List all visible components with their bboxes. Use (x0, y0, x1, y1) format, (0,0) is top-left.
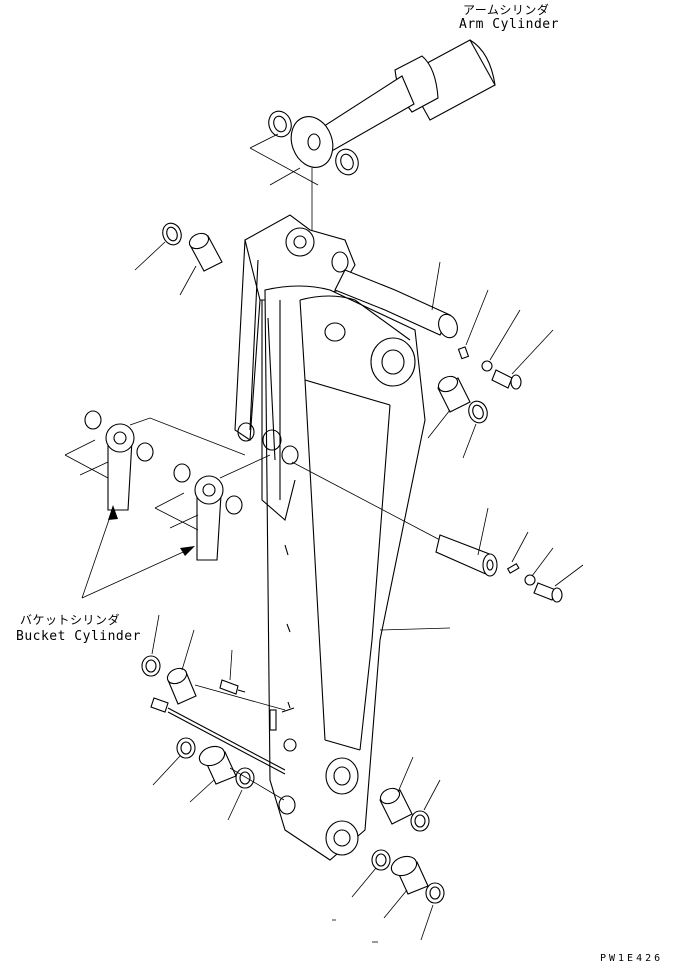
bucket-cylinder-arrows (81, 505, 195, 599)
flanged-bushing (189, 745, 285, 803)
small-fitting (269, 707, 295, 731)
right-bushing-upper (427, 375, 471, 439)
flanged-bushing-lower (383, 855, 429, 919)
seal-left-2 (152, 737, 196, 786)
upper-pin (334, 261, 458, 339)
upper-pin-key (457, 289, 489, 360)
arm-cylinder-label-en: Arm Cylinder (459, 17, 559, 32)
right-seal-upper (462, 400, 488, 459)
upper-pin-bolt (491, 329, 554, 390)
middle-pin-key (506, 531, 529, 574)
seal-right-lower-1 (410, 779, 441, 832)
arm-cylinder-label-jp: アームシリンダ (463, 3, 550, 17)
bucket-cylinder-right (154, 454, 271, 561)
drawing-code: PW1E426 (600, 953, 664, 964)
middle-pin-washer (524, 547, 554, 586)
grease-line (150, 697, 286, 775)
bucket-cylinder-left (64, 410, 246, 511)
top-seal-left (162, 222, 182, 246)
grease-fitting (219, 649, 246, 695)
arm-cylinder-washer-right (335, 148, 359, 176)
seal-left-1 (141, 614, 161, 677)
bucket-cylinder-label-jp: バケットシリンダ (20, 613, 121, 627)
arm-cylinder (290, 39, 496, 240)
arm-cylinder-washer-left (268, 110, 292, 138)
bushing-left-1 (166, 629, 286, 711)
middle-pin-bolt (533, 564, 584, 603)
seal-right-lower-3 (420, 882, 445, 941)
bucket-cylinder-label-en: Bucket Cylinder (16, 629, 141, 644)
upper-pin-washer (481, 309, 521, 372)
seal-left-3 (227, 767, 255, 821)
bushing-right-lower-1 (379, 756, 414, 825)
middle-pin (435, 507, 498, 577)
seal-right-lower-2 (351, 849, 391, 898)
top-bushing-left (188, 232, 223, 272)
arm-body (234, 214, 426, 861)
